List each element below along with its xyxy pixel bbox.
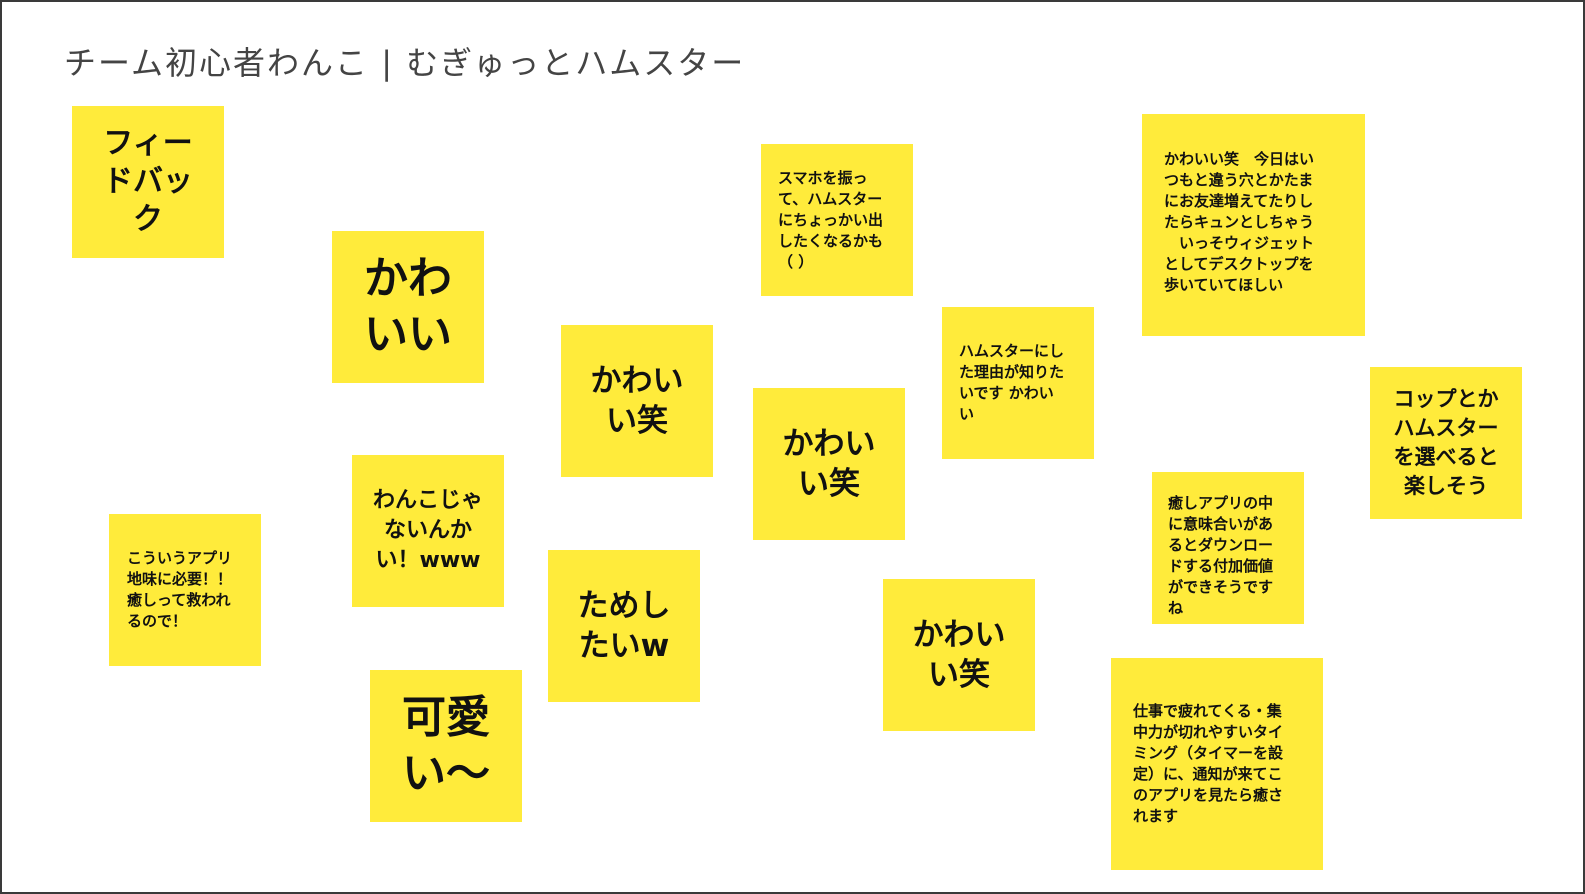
sticky-note[interactable]: わんこじゃ ないんか い！www (352, 455, 504, 607)
sticky-note-text: ためし たいw (577, 588, 671, 664)
sticky-note[interactable]: 可愛 い〜 (370, 670, 522, 822)
sticky-note[interactable]: かわ いい (332, 231, 484, 383)
sticky-note[interactable]: かわいい笑 今日はい つもと違う穴とかたま にお友達増えてたりし たらキュンとし… (1142, 114, 1365, 336)
sticky-note-text: かわ いい (364, 253, 452, 360)
sticky-note-text: かわいい笑 今日はい つもと違う穴とかたま にお友達増えてたりし たらキュンとし… (1164, 150, 1315, 294)
sticky-note-text: 仕事で疲れてくる・集 中力が切れやすいタイ ミング（タイマーを設 定）に、通知が… (1133, 702, 1284, 825)
sticky-note[interactable]: ハムスターにし た理由が知りた いです かわい い (942, 307, 1094, 459)
sticky-note[interactable]: かわい い笑 (561, 325, 713, 477)
sticky-note[interactable]: 癒しアプリの中 に意味合いがあ るとダウンロー ドする付加価値 ができそうです … (1152, 472, 1304, 624)
sticky-note-text: わんこじゃ ないんか い！www (372, 488, 483, 573)
sticky-note-text: かわい い笑 (912, 617, 1006, 693)
sticky-note-text: スマホを振っ て、ハムスター にちょっかい出 したくなるかも （ ） (778, 169, 884, 271)
sticky-note-text: かわい い笑 (782, 426, 876, 502)
sticky-note-text: フィー ドバッ ク (103, 126, 193, 237)
sticky-note-text: 可愛 い〜 (402, 692, 490, 799)
sticky-note[interactable]: こういうアプリ 地味に必要！！ 癒しって救われ るので！ (109, 514, 261, 666)
sticky-note[interactable]: かわい い笑 (753, 388, 905, 540)
sticky-note[interactable]: ためし たいw (548, 550, 700, 702)
board-title: チーム初心者わんこ | むぎゅっとハムスター (64, 44, 746, 82)
sticky-note[interactable]: 仕事で疲れてくる・集 中力が切れやすいタイ ミング（タイマーを設 定）に、通知が… (1111, 658, 1323, 870)
sticky-note-text: 癒しアプリの中 に意味合いがあ るとダウンロー ドする付加価値 ができそうです … (1168, 493, 1274, 617)
sticky-note[interactable]: フィー ドバッ ク (72, 106, 224, 258)
sticky-note[interactable]: かわい い笑 (883, 579, 1035, 731)
sticky-note-text: ハムスターにし た理由が知りた いです かわい い (959, 342, 1065, 423)
sticky-note-text: こういうアプリ 地味に必要！！ 癒しって救われ るので！ (127, 549, 233, 630)
sticky-note[interactable]: コップとか ハムスター を選べると 楽しそう (1370, 367, 1522, 519)
sticky-note-text: かわい い笑 (590, 363, 684, 439)
sticky-note-text: コップとか ハムスター を選べると 楽しそう (1393, 387, 1499, 498)
sticky-note[interactable]: スマホを振っ て、ハムスター にちょっかい出 したくなるかも （ ） (761, 144, 913, 296)
